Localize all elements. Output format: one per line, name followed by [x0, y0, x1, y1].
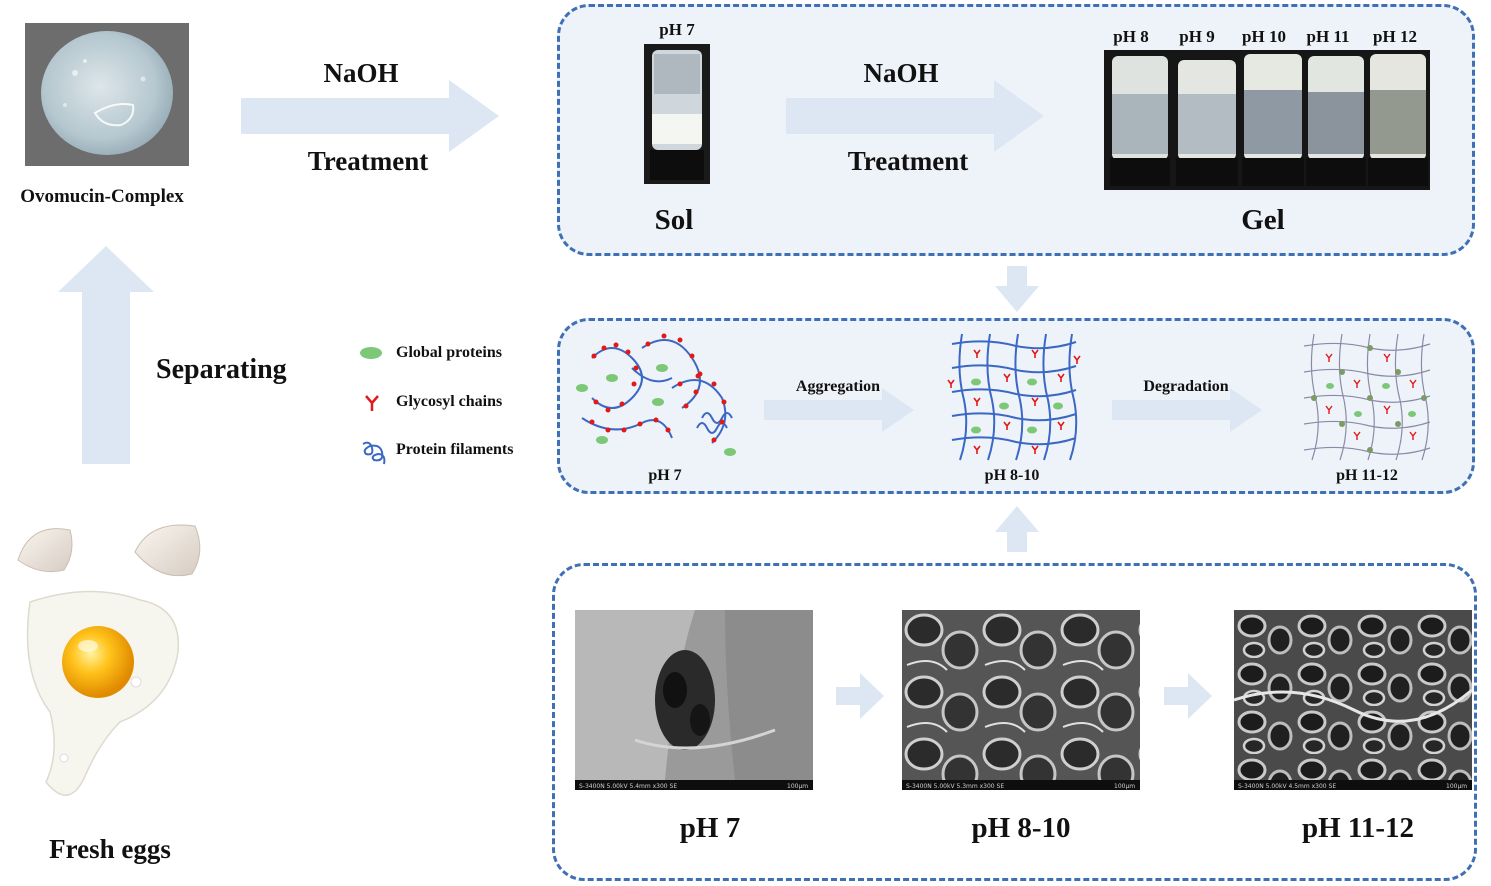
sol-vial-photo	[644, 44, 710, 184]
naoh-label-1: NaOH	[323, 58, 399, 88]
sem-scalebar-info: S-3400N 5.00kV 4.5mm x300 SE	[1238, 783, 1336, 790]
sem-label-ph7: pH 7	[679, 812, 741, 844]
legend-protein-filaments: Protein filaments	[396, 441, 514, 458]
gel-vial-ph-label: pH 8	[1113, 27, 1149, 46]
legend-glycosyl-chains: Glycosyl chains	[396, 393, 503, 410]
aggregation-arrow	[764, 388, 914, 432]
ovomucin-complex-photo	[25, 23, 189, 166]
sem-image-ph8-10: S-3400N 5.00kV 5.3mm x300 SE 100μm	[902, 610, 1140, 790]
mechanism-stage-ph7: pH 7	[648, 467, 682, 484]
treatment-label-2: Treatment	[847, 146, 969, 176]
sem-scalebar-scale: 100μm	[1114, 783, 1135, 790]
sem-scalebar-scale: 100μm	[1446, 783, 1467, 790]
up-arrow-to-mechanism	[995, 506, 1039, 552]
naoh-label-2: NaOH	[863, 58, 939, 88]
ovomucin-complex-label: Ovomucin-Complex	[20, 186, 184, 207]
degradation-label: Degradation	[1143, 378, 1229, 395]
global-proteins-icon	[360, 347, 382, 359]
fresh-eggs-illustration	[17, 524, 201, 796]
ph8-10-network-schematic	[947, 333, 1081, 461]
naoh-treatment-arrow-1	[241, 80, 499, 152]
gel-label: Gel	[1241, 204, 1285, 236]
treatment-label-1: Treatment	[307, 146, 429, 176]
ph11-12-network-schematic	[1303, 333, 1431, 461]
sem-scalebar-info: S-3400N 5.00kV 5.4mm x300 SE	[579, 783, 677, 790]
gel-vial-ph-label: pH 12	[1373, 27, 1417, 46]
separating-up-arrow	[58, 246, 154, 464]
separating-label: Separating	[156, 354, 287, 385]
fresh-eggs-label: Fresh eggs	[49, 834, 171, 864]
gel-vials-photo	[1104, 50, 1430, 190]
gel-vial-ph-label: pH 9	[1179, 27, 1215, 46]
degradation-arrow	[1112, 388, 1262, 432]
sem-image-ph7: S-3400N 5.00kV 5.4mm x300 SE 100μm	[575, 610, 813, 790]
sem-label-ph11-12: pH 11-12	[1302, 812, 1414, 844]
ph7-network-schematic	[576, 333, 736, 456]
glycosyl-chains-icon	[365, 395, 379, 411]
sol-label: Sol	[654, 204, 694, 236]
gel-vial-ph-label: pH 10	[1242, 27, 1286, 46]
legend-global-proteins: Global proteins	[396, 344, 502, 361]
sem-arrow-2	[1164, 673, 1212, 719]
down-arrow-to-mechanism	[995, 266, 1039, 312]
sem-label-ph8-10: pH 8-10	[971, 812, 1071, 844]
sol-ph-label: pH 7	[659, 20, 695, 39]
sem-arrow-1	[836, 673, 884, 719]
protein-filaments-icon	[362, 441, 386, 465]
sem-image-ph11-12: S-3400N 5.00kV 4.5mm x300 SE 100μm	[1234, 610, 1472, 790]
mechanism-stage-ph8-10: pH 8-10	[984, 467, 1040, 484]
gel-vial-ph-label: pH 11	[1306, 27, 1350, 46]
mechanism-stage-ph11-12: pH 11-12	[1336, 467, 1398, 484]
sem-scalebar-scale: 100μm	[787, 783, 808, 790]
sem-scalebar-info: S-3400N 5.00kV 5.3mm x300 SE	[906, 783, 1004, 790]
aggregation-label: Aggregation	[795, 378, 881, 395]
naoh-treatment-arrow-2	[786, 80, 1044, 152]
